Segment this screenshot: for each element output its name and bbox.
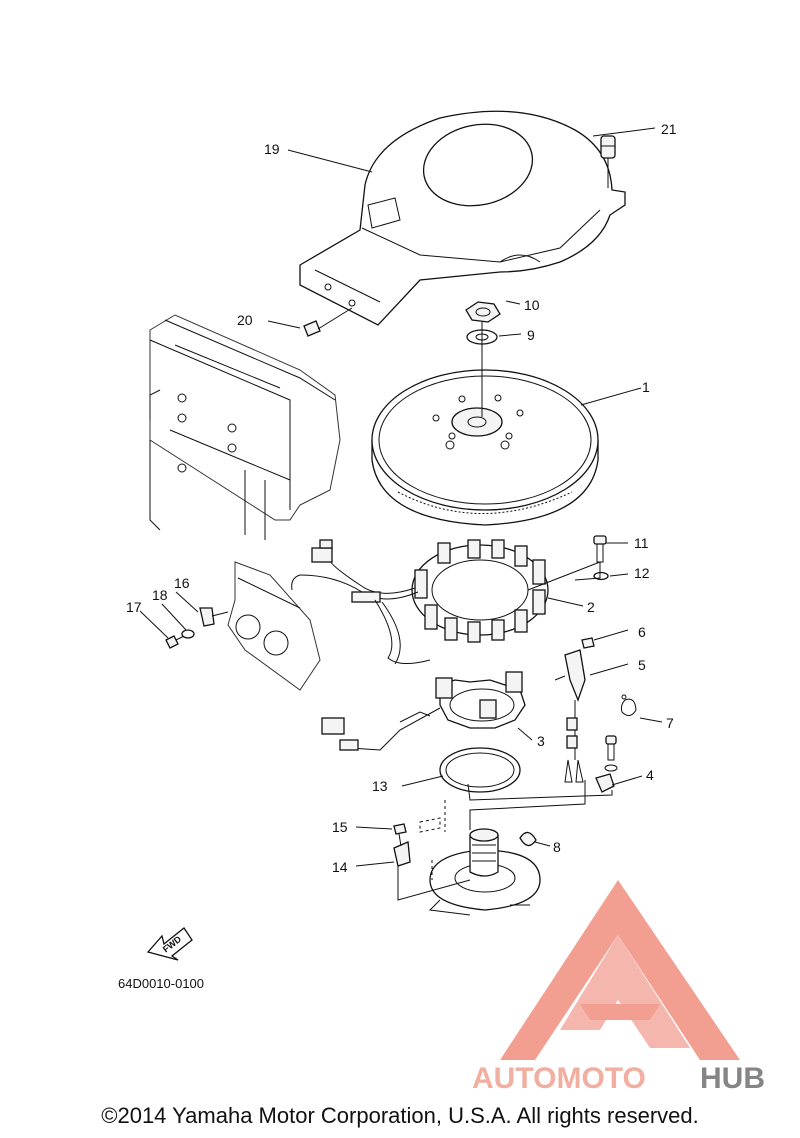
dashed-assembly-lines — [419, 800, 446, 880]
callout-20: 20 — [237, 312, 253, 328]
cover-screw — [303, 307, 353, 337]
flywheel-rotor — [371, 369, 599, 526]
callout-1: 1 — [642, 379, 650, 395]
stator-bolt — [593, 535, 607, 563]
callout-6: 6 — [638, 624, 646, 640]
watermark-text-primary: AUTOMOTO — [472, 1062, 646, 1095]
copyright-notice: ©2014 Yamaha Motor Corporation, U.S.A. A… — [101, 1103, 699, 1128]
watermark-logo: AUTOMOTO HUB — [472, 880, 765, 1095]
lead-screw — [581, 637, 595, 649]
watermark-text-secondary: HUB — [700, 1062, 765, 1095]
callout-14: 14 — [332, 859, 348, 875]
retaining-ring — [439, 747, 521, 793]
pulser-bracket — [227, 561, 321, 691]
callout-12: 12 — [634, 565, 650, 581]
wire-clip — [620, 694, 637, 716]
callout-15: 15 — [332, 819, 348, 835]
callout-9: 9 — [527, 327, 535, 343]
callout-4: 4 — [646, 767, 654, 783]
callout-8: 8 — [553, 839, 561, 855]
grommet — [600, 135, 616, 188]
callout-labels: 1 2 3 4 5 6 7 8 9 10 11 12 13 14 15 16 1… — [126, 121, 677, 875]
engine-block-outline — [149, 314, 341, 540]
callout-21: 21 — [661, 121, 677, 137]
wire-clamp — [595, 735, 618, 793]
callout-16: 16 — [174, 575, 190, 591]
fwd-arrow: FWD — [146, 927, 193, 961]
callout-13: 13 — [372, 778, 388, 794]
bearing-seal — [519, 831, 537, 847]
ground-lead — [554, 649, 586, 783]
terminal-washer — [181, 629, 195, 639]
clamp-plate — [393, 841, 411, 867]
callout-2: 2 — [587, 599, 595, 615]
callout-10: 10 — [524, 297, 540, 313]
flywheel-nut — [465, 301, 501, 323]
stator-coil — [411, 539, 549, 643]
base-plate — [428, 828, 541, 916]
callout-17: 17 — [126, 599, 142, 615]
stator-harness — [291, 539, 431, 665]
callout-19: 19 — [264, 141, 280, 157]
ground-terminal — [199, 607, 229, 627]
callout-7: 7 — [666, 715, 674, 731]
callout-11: 11 — [634, 535, 649, 551]
pulser-coil — [321, 671, 526, 751]
clamp-screw — [393, 823, 407, 847]
callout-18: 18 — [152, 587, 168, 603]
callout-5: 5 — [638, 657, 646, 673]
drawing-code: 64D0010-0100 — [118, 976, 204, 991]
flywheel-cover — [299, 110, 626, 326]
callout-3: 3 — [537, 733, 545, 749]
leader-lines — [139, 127, 663, 901]
